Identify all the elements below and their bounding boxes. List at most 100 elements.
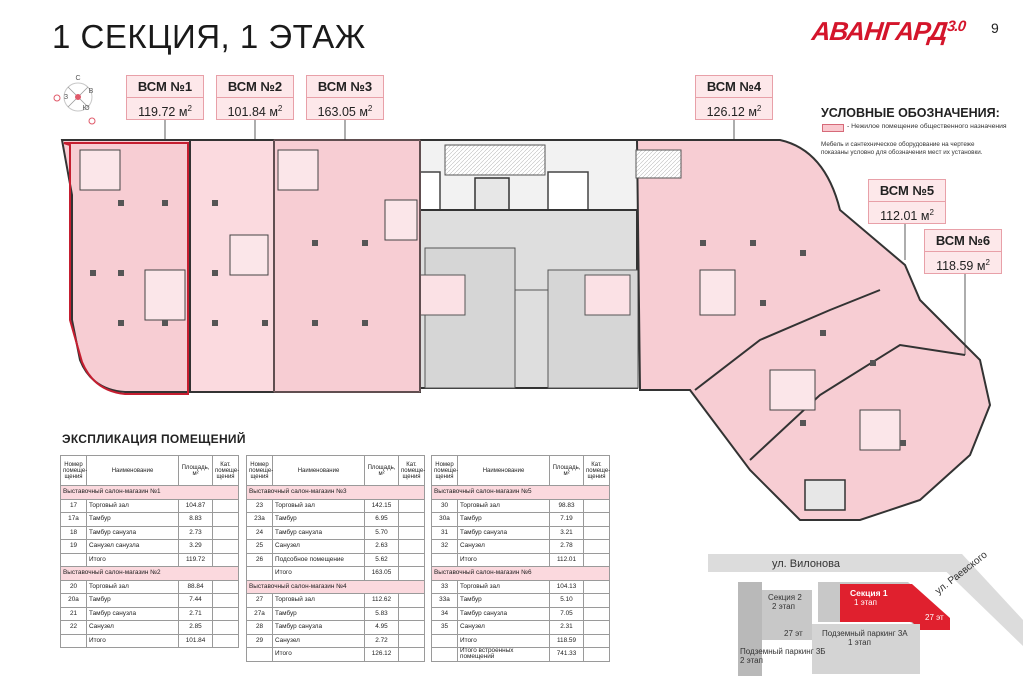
cell-area: 119.72 bbox=[178, 552, 213, 567]
cell-num: 19 bbox=[60, 539, 87, 554]
unit-box-3: ВСМ №3 163.05 м2 bbox=[306, 75, 384, 120]
cell-name: Торговый зал bbox=[86, 498, 179, 513]
cell-area: 5.62 bbox=[364, 552, 399, 567]
unit-1-name: ВСМ №1 bbox=[127, 76, 203, 98]
section-1-floors: 27 эт bbox=[925, 613, 944, 622]
cell-num bbox=[246, 647, 273, 662]
cell-num: 30 bbox=[431, 498, 458, 513]
units-left-block bbox=[60, 139, 421, 395]
section-2-label: Секция 2 bbox=[768, 593, 802, 602]
header-area: Площадь, м² bbox=[178, 455, 213, 486]
section-row: Выставочный салон-магазин №1 bbox=[60, 485, 239, 500]
cell-name: Санузел bbox=[457, 539, 550, 554]
explication-table-3: Номер помеще-щения Наименование Площадь,… bbox=[431, 455, 610, 662]
legend-note: Мебель и сантехническое оборудование на … bbox=[821, 141, 983, 156]
cell-name: Итого bbox=[272, 647, 365, 662]
header-cat: Кат. помеще-щения bbox=[398, 455, 425, 486]
unit-box-1: ВСМ №1 119.72 м2 bbox=[126, 75, 204, 120]
section-name: Выставочный салон-магазин №5 bbox=[431, 485, 610, 500]
cell-num bbox=[431, 633, 458, 648]
cell-cat bbox=[583, 525, 610, 540]
cell-area: 7.05 bbox=[549, 606, 584, 621]
section-name: Выставочный салон-магазин №1 bbox=[60, 485, 239, 500]
cell-area: 741.33 bbox=[549, 647, 584, 662]
cell-area: 112.62 bbox=[364, 593, 399, 608]
section-2-floors: 27 эт bbox=[784, 629, 803, 638]
cell-cat bbox=[212, 593, 239, 608]
cell-area: 3.29 bbox=[178, 539, 213, 554]
cell-num: 33а bbox=[431, 593, 458, 608]
cell-area: 5.83 bbox=[364, 606, 399, 621]
cell-num: 26 bbox=[246, 552, 273, 567]
cell-area: 126.12 bbox=[364, 647, 399, 662]
cell-area: 2.72 bbox=[364, 633, 399, 648]
cell-area: 4.95 bbox=[364, 620, 399, 635]
cell-cat bbox=[398, 566, 425, 581]
cell-cat bbox=[212, 525, 239, 540]
explication-title: ЭКСПЛИКАЦИЯ ПОМЕЩЕНИЙ bbox=[62, 432, 246, 446]
unit-4-name: ВСМ №4 bbox=[696, 76, 772, 98]
cell-cat bbox=[398, 552, 425, 567]
section-1-label: Секция 1 bbox=[850, 588, 888, 598]
explication-table-2: Номер помеще-щения Наименование Площадь,… bbox=[246, 455, 425, 662]
unit-6-name: ВСМ №6 bbox=[925, 230, 1001, 252]
parking-3a-phase: 1 этап bbox=[848, 638, 871, 647]
cell-area: 2.85 bbox=[178, 620, 213, 635]
legend-swatch bbox=[822, 124, 844, 132]
cell-cat bbox=[398, 498, 425, 513]
unit-4-area: 126.12 м2 bbox=[706, 104, 762, 120]
explication-table-1: Номер помеще-щения Наименование Площадь,… bbox=[60, 455, 239, 648]
cell-name: Итого встроенных помещений bbox=[457, 647, 550, 662]
cell-cat bbox=[398, 633, 425, 648]
header-area: Площадь, м² bbox=[364, 455, 399, 486]
cell-name: Тамбур bbox=[457, 593, 550, 608]
cell-cat bbox=[398, 539, 425, 554]
cell-num: 17 bbox=[60, 498, 87, 513]
cell-name: Тамбур санузла bbox=[272, 620, 365, 635]
section-row: Выставочный салон-магазин №3 bbox=[246, 485, 425, 500]
cell-area: 2.63 bbox=[364, 539, 399, 554]
cell-num: 32 bbox=[431, 539, 458, 554]
cell-cat bbox=[212, 579, 239, 594]
cell-num: 20 bbox=[60, 579, 87, 594]
section-name: Выставочный салон-магазин №4 bbox=[246, 579, 425, 594]
cell-name: Подсобное помещение bbox=[272, 552, 365, 567]
cell-name: Торговый зал bbox=[86, 579, 179, 594]
cell-cat bbox=[398, 593, 425, 608]
cell-cat bbox=[212, 539, 239, 554]
cell-num bbox=[431, 552, 458, 567]
compass-south: Ю bbox=[82, 105, 89, 112]
section-name: Выставочный салон-магазин №2 bbox=[60, 566, 239, 581]
cell-area: 112.01 bbox=[549, 552, 584, 567]
cell-name: Санузел bbox=[457, 620, 550, 635]
cell-name: Итого bbox=[457, 552, 550, 567]
cell-cat bbox=[583, 606, 610, 621]
cell-num: 34 bbox=[431, 606, 458, 621]
cell-area: 88.84 bbox=[178, 579, 213, 594]
cell-cat bbox=[583, 579, 610, 594]
unit-2-name: ВСМ №2 bbox=[217, 76, 293, 98]
cell-cat bbox=[583, 539, 610, 554]
cell-name: Итого bbox=[272, 566, 365, 581]
compass-north: С bbox=[75, 75, 80, 82]
cell-cat bbox=[212, 606, 239, 621]
unit-3-name: ВСМ №3 bbox=[307, 76, 383, 98]
cell-name: Тамбур санузла bbox=[457, 525, 550, 540]
cell-area: 2.73 bbox=[178, 525, 213, 540]
cell-num bbox=[60, 633, 87, 648]
cell-cat bbox=[398, 647, 425, 662]
section-row: Выставочный салон-магазин №4 bbox=[246, 579, 425, 594]
street-vilonova: ул. Вилонова bbox=[772, 558, 841, 570]
